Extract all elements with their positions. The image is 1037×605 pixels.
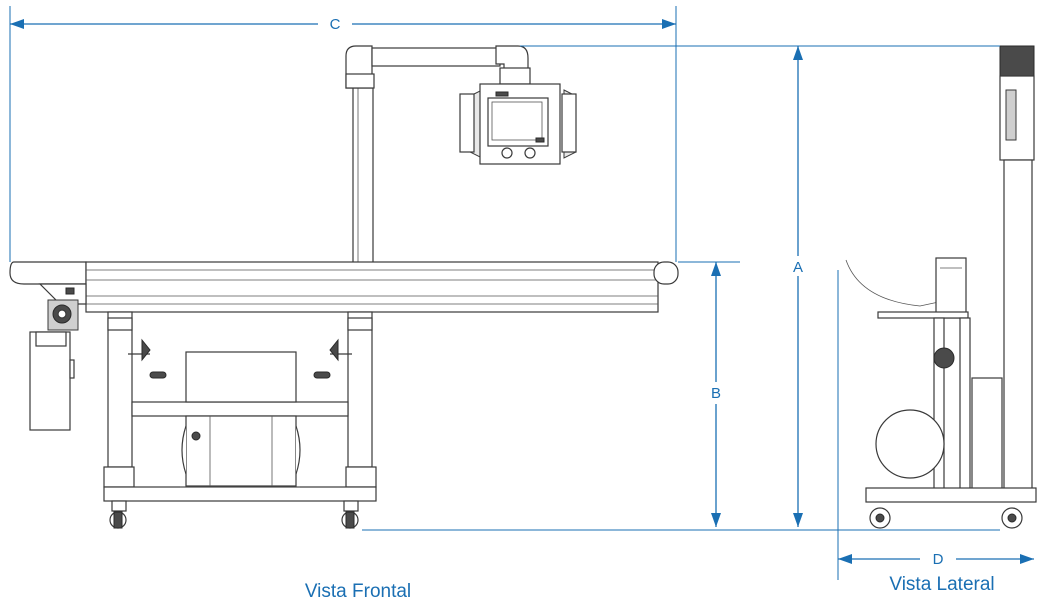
drive-motor (29, 287, 79, 431)
conveyor-belt (9, 261, 679, 313)
support-frame (103, 311, 377, 502)
side-frame (865, 317, 1037, 503)
side-monitor-column (999, 45, 1035, 491)
height-adjust-handles (128, 338, 352, 379)
dimension-c-label: C (330, 16, 341, 33)
front-casters (109, 500, 359, 529)
electrical-cabinet (181, 351, 301, 487)
dimension-d-label: D (933, 551, 944, 568)
side-casters (869, 507, 1023, 529)
front-view (9, 45, 679, 529)
dimension-a: A (520, 45, 1000, 527)
side-view (845, 45, 1037, 529)
dimension-c: C (9, 6, 677, 262)
control-panel-monitor (459, 83, 577, 165)
front-view-caption: Vista Frontal (305, 581, 411, 602)
dimension-d: D (837, 270, 1034, 580)
side-view-caption: Vista Lateral (889, 574, 994, 595)
side-hopper (845, 257, 969, 319)
dimension-b: B (678, 261, 740, 527)
dimension-a-label: A (793, 259, 803, 276)
monitor-arm (345, 45, 531, 265)
dimension-b-label: B (711, 385, 721, 402)
